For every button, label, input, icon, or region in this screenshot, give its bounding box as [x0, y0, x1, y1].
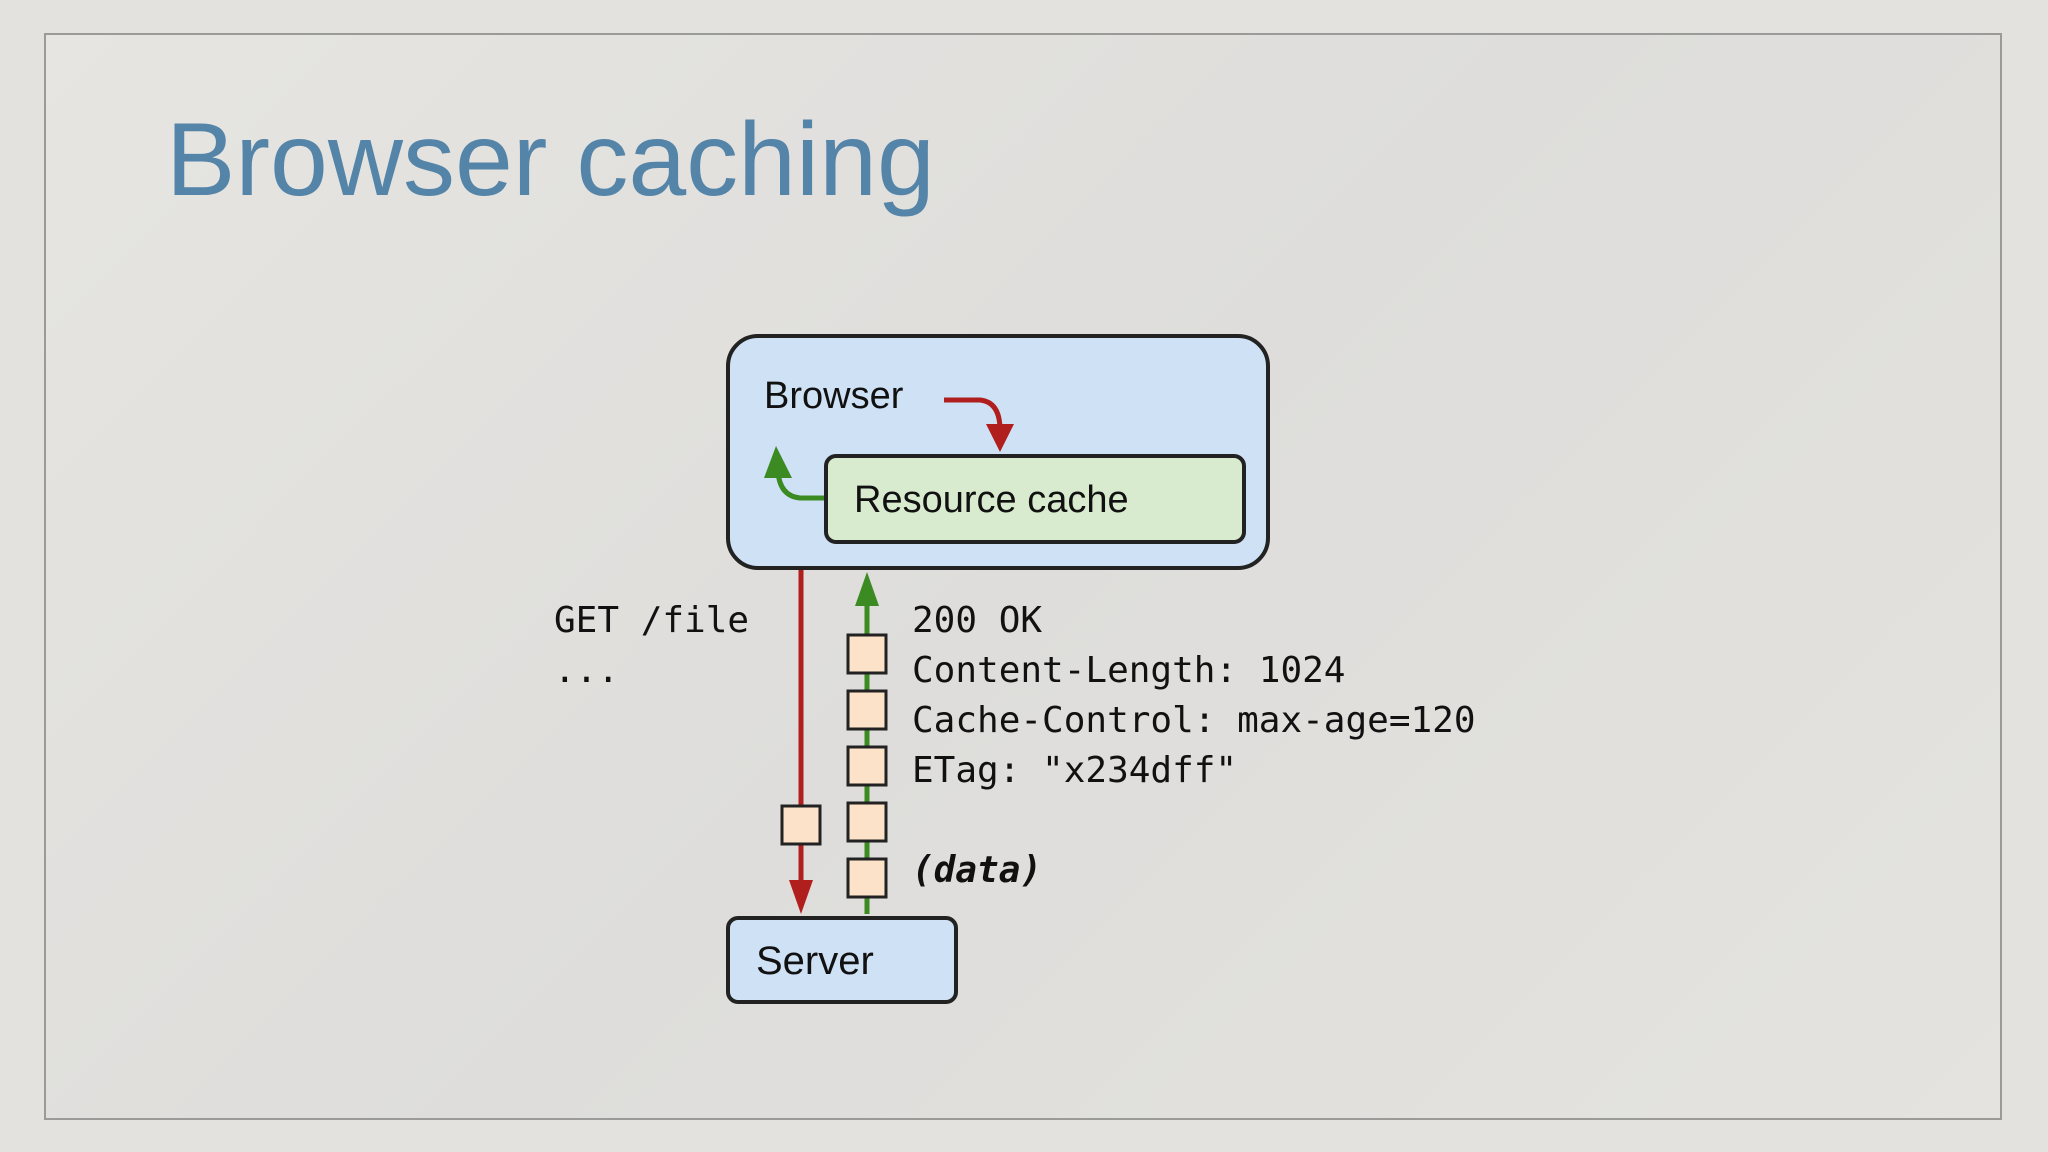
browser-to-cache-arrowhead: [986, 424, 1014, 452]
resource-cache-label: Resource cache: [854, 479, 1129, 521]
response-packet: [846, 801, 888, 843]
server-label: Server: [756, 939, 874, 983]
request-packet: [780, 804, 822, 846]
resource-cache-box: [824, 454, 1246, 544]
cache-to-browser-arrowhead: [764, 446, 792, 478]
request-arrowhead: [789, 880, 813, 914]
data-label: (data): [912, 850, 1042, 891]
response-arrowhead: [855, 572, 879, 606]
response-line-1: 200 OK: [912, 600, 1042, 641]
response-packet: [846, 689, 888, 731]
browser-label: Browser: [764, 375, 904, 417]
response-packet: [846, 745, 888, 787]
response-line-2: Content-Length: 1024: [912, 650, 1345, 691]
slide-frame: [44, 33, 2002, 1120]
slide-title: Browser caching: [166, 102, 935, 218]
response-line-3: Cache-Control: max-age=120: [912, 700, 1476, 741]
response-line-4: ETag: "x234dff": [912, 750, 1237, 791]
server-box: [726, 916, 958, 1004]
request-line-2: ...: [554, 650, 619, 691]
request-line-1: GET /file: [554, 600, 749, 641]
response-packet: [846, 633, 888, 675]
response-packet: [846, 857, 888, 899]
